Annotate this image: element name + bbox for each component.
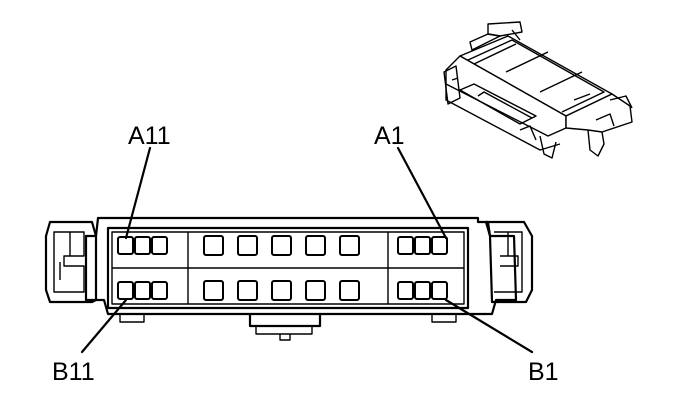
pin-cavity-b	[151, 281, 168, 300]
pin-cavity-b	[339, 280, 360, 301]
pin-cavity-a	[151, 236, 168, 255]
pin-cavity-a	[134, 236, 151, 255]
leader-a1	[396, 146, 448, 240]
pin-cavity-b	[237, 280, 258, 301]
leader-b11	[80, 298, 128, 354]
connector-iso-view	[443, 21, 633, 159]
label-a11: A11	[128, 122, 171, 150]
leader-b1	[444, 298, 534, 354]
pin-cavity-a	[117, 236, 134, 255]
pin-cavity-b	[431, 281, 448, 300]
pin-cavity-b	[203, 280, 224, 301]
leader-lines	[80, 146, 534, 354]
pin-cavity-b	[397, 281, 414, 300]
right-latch	[484, 220, 534, 304]
pin-cavity-a	[397, 236, 414, 255]
pin-cavity-frame	[106, 226, 470, 310]
pin-cavity-a	[414, 236, 431, 255]
leader-a11	[124, 146, 152, 240]
pin-cavity-a	[431, 236, 448, 255]
connector-face-view	[44, 216, 534, 341]
pin-cavity-a	[305, 235, 326, 256]
pin-cavity-b	[134, 281, 151, 300]
left-latch	[44, 220, 98, 304]
pin-cavity-b	[305, 280, 326, 301]
pin-cavity-b	[117, 281, 134, 300]
label-b1: B1	[528, 358, 559, 386]
label-a1: A1	[374, 122, 405, 150]
pin-cavity-b	[271, 280, 292, 301]
bottom-key	[248, 312, 322, 328]
pin-cavity-a	[339, 235, 360, 256]
pin-cavity-a	[203, 235, 224, 256]
pin-cavity-b	[414, 281, 431, 300]
label-b11: B11	[52, 358, 95, 386]
pin-grid	[117, 235, 448, 301]
pin-cavity-a	[271, 235, 292, 256]
pin-cavity-a	[237, 235, 258, 256]
